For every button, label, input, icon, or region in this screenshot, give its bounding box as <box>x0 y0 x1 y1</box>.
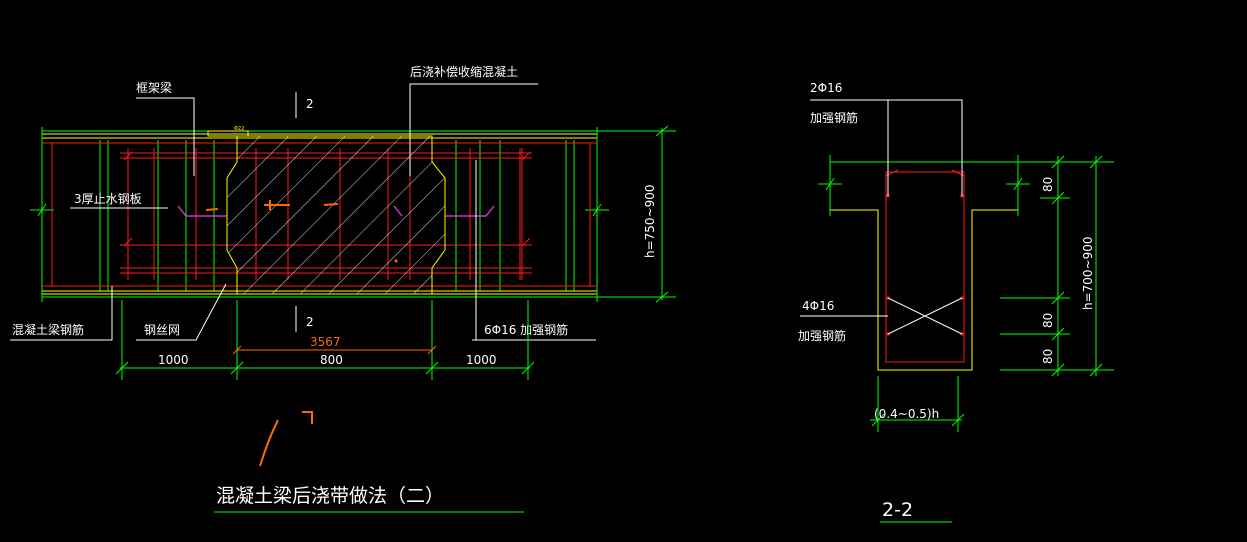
label-concrete-beam-rebar: 混凝土梁钢筋 <box>12 322 84 337</box>
label-bottom-rebar-note: 加强钢筋 <box>798 328 846 343</box>
break-left-zigzag <box>30 203 54 217</box>
label-top-rebar: 2Φ16 <box>810 81 842 95</box>
dim-bot-80: 80 <box>1041 349 1055 364</box>
waterstop-bend <box>393 205 403 217</box>
rebar-dots <box>886 194 964 336</box>
stirrup <box>885 171 965 363</box>
dim-right: 1000 <box>466 353 497 367</box>
pen-stroke-1 <box>259 419 279 467</box>
height-dimension: h=750~900 <box>643 125 669 303</box>
waterstop-plate-left <box>177 205 227 217</box>
label-waterstop-plate: 3厚止水钢板 <box>74 192 142 206</box>
left-title: 混凝土梁后浇带做法（二） <box>216 485 444 507</box>
leader-top-rebar <box>810 99 963 196</box>
dim-section-width: (0.4~0.5)h <box>874 407 939 421</box>
dim-top-80: 80 <box>1041 177 1055 192</box>
left-beam-detail: 2 2 框架梁 后浇补偿收缩混凝土 3厚止水钢板 混凝土梁钢筋 钢丝网 6Φ16… <box>10 64 676 513</box>
dim-section-height: h=700~900 <box>1081 236 1095 310</box>
leader-cross-2 <box>887 297 963 335</box>
label-extra-rebar: 6Φ16 加强钢筋 <box>484 322 568 337</box>
height-dim-text: h=750~900 <box>643 184 657 258</box>
section-marker-top: 2 <box>306 97 314 111</box>
leader-steel-mesh <box>136 283 227 341</box>
dim-middle: 800 <box>320 353 343 367</box>
dim-overall: 3567 <box>310 335 341 349</box>
mark-dot <box>394 259 398 263</box>
post-cast-strip <box>207 130 446 295</box>
section-dimensions: 80 h=700~900 80 80 (0.4~0.5)h <box>870 155 1114 432</box>
top-cap-marker <box>207 130 249 137</box>
label-bottom-rebar: 4Φ16 <box>802 299 834 313</box>
mark-dash-3 <box>323 203 339 206</box>
dim-left: 1000 <box>158 353 189 367</box>
t-beam-outline <box>830 161 1019 371</box>
leader-beam-rebar <box>10 286 113 341</box>
leader-frame-beam <box>136 97 195 176</box>
section-title: 2-2 <box>882 499 913 521</box>
label-post-cast-concrete: 后浇补偿收缩混凝土 <box>410 64 518 79</box>
section-marker-bottom: 2 <box>306 315 314 329</box>
label-tiny-note: Φ22 <box>234 126 244 132</box>
waterstop-plate-right <box>445 205 495 217</box>
mark-dash-1 <box>205 208 219 211</box>
pen-stroke-2 <box>302 411 313 424</box>
break-zigzag-right <box>1006 177 1030 191</box>
horizontal-dimensions: 3567 1000 800 1000 <box>115 300 535 380</box>
section-2-2-detail: 2Φ16 加强钢筋 4Φ16 加强钢筋 80 h=700~900 80 80 <box>798 81 1114 523</box>
leader-post-cast <box>409 83 538 176</box>
break-right-zigzag <box>585 203 609 217</box>
label-top-rebar-note: 加强钢筋 <box>810 110 858 125</box>
label-steel-mesh: 钢丝网 <box>144 323 180 337</box>
label-frame-beam: 框架梁 <box>136 80 172 95</box>
dim-mid-80: 80 <box>1041 313 1055 328</box>
break-zigzag-left <box>818 177 842 191</box>
